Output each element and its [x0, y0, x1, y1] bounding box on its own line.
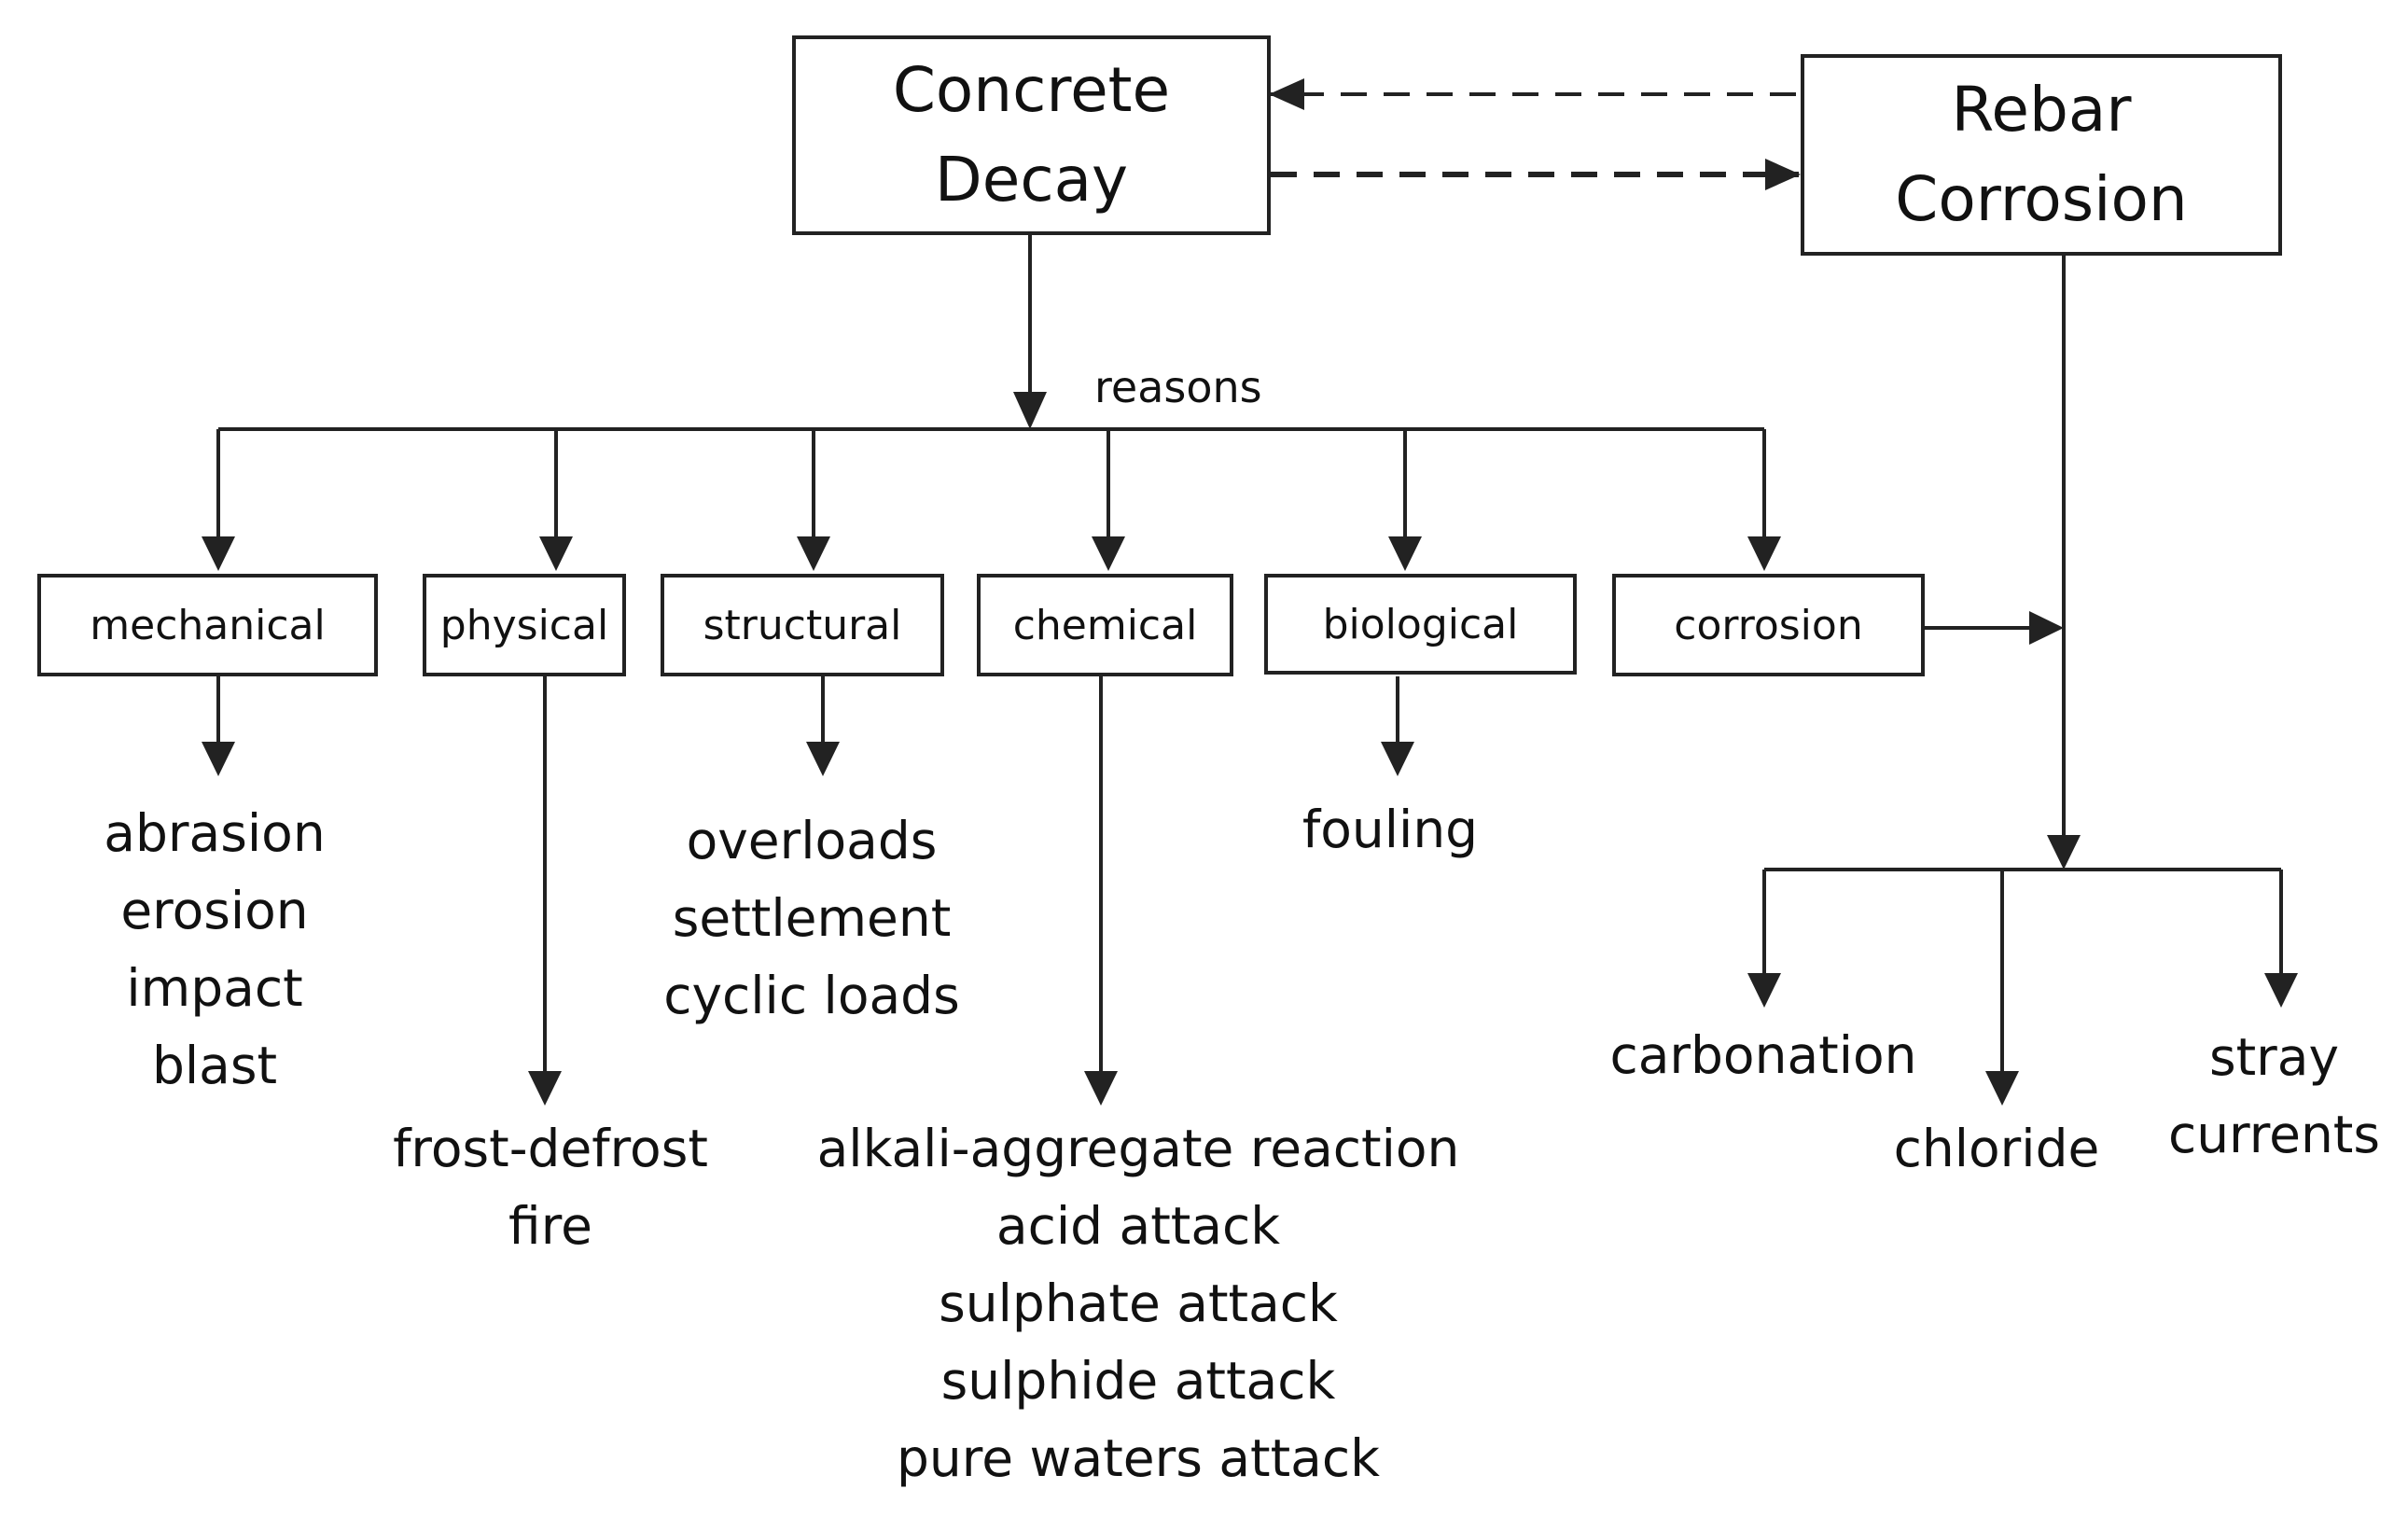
category-corrosion: corrosion	[1612, 574, 1925, 676]
effect-item: abrasion	[104, 803, 326, 863]
physical-effects-list: frost-defrost fire	[364, 1110, 737, 1265]
arrowhead-mechanical	[202, 536, 235, 571]
rebar-trunk-arrowhead	[2047, 835, 2081, 870]
arrowhead-chloride	[1985, 1071, 2019, 1106]
biological-effects-list: fouling	[1241, 791, 1539, 869]
cause-stray-currents: stray currents	[2146, 1019, 2402, 1174]
cause-chloride: chloride	[1875, 1110, 2118, 1188]
cause-carbonation: carbonation	[1586, 1017, 1941, 1094]
effect-item: cyclic loads	[663, 966, 960, 1025]
arrowhead-physical	[539, 536, 573, 571]
arrowhead-corrosion	[1747, 536, 1781, 571]
mechanical-effects-list: abrasion erosion impact blast	[56, 795, 373, 1105]
category-chemical: chemical	[977, 574, 1233, 676]
arrowhead-physical-effects	[528, 1071, 562, 1106]
arrowhead-chemical	[1092, 536, 1125, 571]
cause-label: currents	[2167, 1105, 2381, 1164]
cause-label: chloride	[1893, 1119, 2100, 1178]
effect-item: alkali-aggregate reaction	[816, 1119, 1460, 1178]
reasons-label: reasons	[1094, 362, 1262, 412]
arrowhead-corrosion-to-trunk	[2029, 611, 2064, 645]
effect-item: acid attack	[995, 1196, 1281, 1256]
arrowhead-stray-currents	[2264, 973, 2298, 1008]
concrete-decay-arrowhead	[1013, 392, 1047, 429]
arrowhead-structural	[797, 536, 830, 571]
rebar-corrosion-box: Rebar Corrosion	[1801, 54, 2282, 256]
concrete-decay-line-2: Decay	[934, 144, 1129, 216]
effect-item: sulphide attack	[940, 1351, 1336, 1411]
rebar-corrosion-line-1: Rebar	[1951, 74, 2132, 146]
effect-item: overloads	[686, 811, 938, 870]
effect-item: erosion	[120, 881, 309, 940]
arrowhead-carbonation	[1747, 973, 1781, 1008]
category-mechanical: mechanical	[37, 574, 378, 676]
arrowhead-mechanical-effects	[202, 742, 235, 776]
category-structural: structural	[661, 574, 944, 676]
concrete-decay-line-1: Concrete	[892, 54, 1171, 126]
effect-item: blast	[151, 1036, 278, 1095]
dashed-arrowhead-right	[1765, 159, 1801, 190]
effect-item: frost-defrost	[393, 1119, 708, 1178]
cause-label: stray	[2208, 1027, 2340, 1087]
cause-label: carbonation	[1609, 1025, 1917, 1085]
chemical-effects-list: alkali-aggregate reaction acid attack su…	[802, 1110, 1474, 1497]
arrowhead-biological-effects	[1381, 742, 1414, 776]
arrowhead-biological	[1388, 536, 1422, 571]
effect-item: sulphate attack	[939, 1273, 1338, 1333]
category-biological: biological	[1264, 574, 1577, 675]
arrowhead-chemical-effects	[1084, 1071, 1118, 1106]
structural-effects-list: overloads settlement cyclic loads	[625, 802, 998, 1035]
effect-item: settlement	[672, 888, 952, 948]
category-physical: physical	[423, 574, 626, 676]
concrete-decay-box: Concrete Decay	[792, 35, 1271, 235]
effect-item: fire	[508, 1196, 592, 1256]
effect-item: pure waters attack	[897, 1428, 1380, 1488]
rebar-corrosion-line-2: Corrosion	[1895, 163, 2188, 235]
dashed-arrowhead-left	[1269, 78, 1304, 110]
arrowhead-structural-effects	[806, 742, 840, 776]
effect-item: fouling	[1301, 800, 1479, 859]
effect-item: impact	[126, 958, 303, 1018]
